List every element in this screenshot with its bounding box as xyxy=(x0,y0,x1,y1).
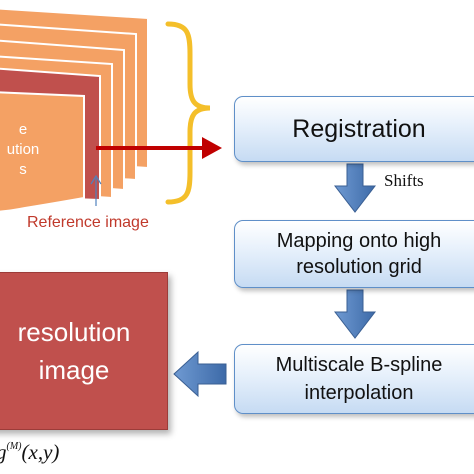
mapping-label-line-2: resolution grid xyxy=(296,256,422,278)
interpolation-box: Multiscale B-spline interpolation xyxy=(234,344,474,414)
high-resolution-image: resolution image xyxy=(0,272,168,430)
low-resolution-frame-stack xyxy=(0,7,149,213)
left-arrow xyxy=(173,350,227,398)
formula-superscript: (M) xyxy=(6,441,22,452)
reference-image-label: Reference image xyxy=(27,214,149,231)
output-formula: g(M)(x,y) xyxy=(0,440,59,465)
low-resolution-label: e ution s xyxy=(0,120,58,180)
interpolation-label-line-1: Multiscale B-spline xyxy=(275,354,443,376)
registration-box: Registration xyxy=(234,96,474,162)
reference-pointer-arrow xyxy=(90,174,102,206)
down-arrow-1 xyxy=(333,163,377,213)
low-res-text-line-3: s xyxy=(19,161,27,178)
mapping-label-line-1: Mapping onto high xyxy=(276,230,442,252)
frame-front xyxy=(0,91,85,213)
low-res-text-line-2: ution xyxy=(6,141,40,158)
hr-image-label-line-2: image xyxy=(38,355,110,385)
interpolation-label-line-2: interpolation xyxy=(304,382,414,404)
low-res-text-line-1: e xyxy=(18,121,28,138)
formula-base: g xyxy=(0,440,7,464)
hr-image-label-line-1: resolution xyxy=(17,317,131,347)
shifts-label: Shifts xyxy=(384,171,424,190)
registration-label: Registration xyxy=(292,114,426,143)
curly-brace xyxy=(165,21,211,205)
down-arrow-2 xyxy=(333,289,377,339)
mapping-box: Mapping onto high resolution grid xyxy=(234,220,474,288)
red-arrow xyxy=(96,137,222,159)
formula-args: (x,y) xyxy=(21,440,60,464)
